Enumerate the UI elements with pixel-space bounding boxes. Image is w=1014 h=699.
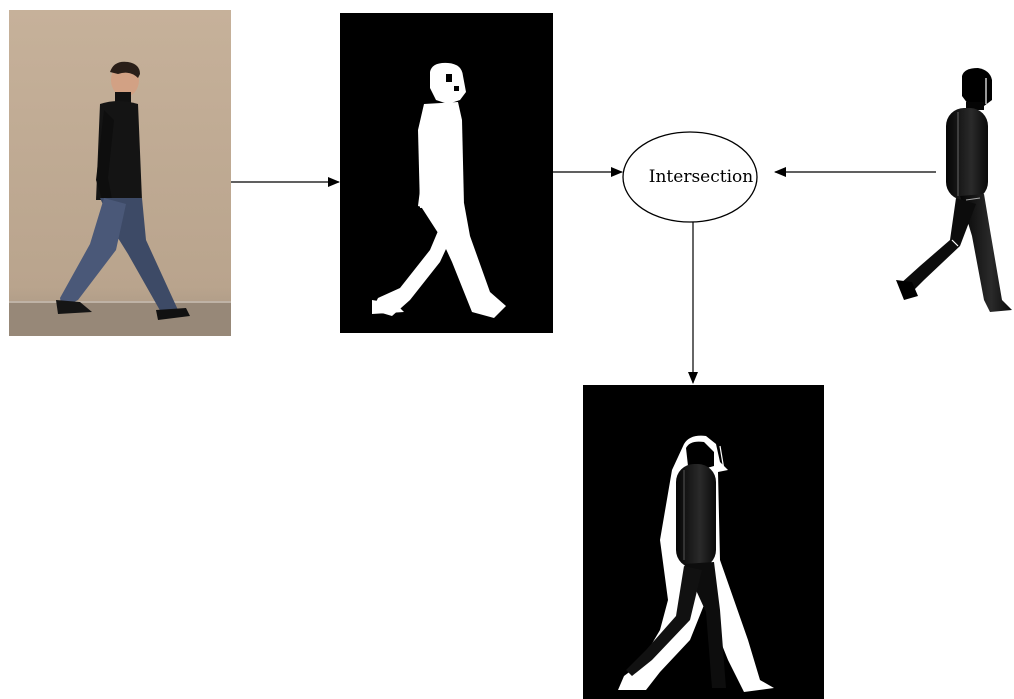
connectors	[231, 172, 936, 383]
intersection-node: Intersection	[623, 132, 757, 222]
3d-body-model-render-icon	[896, 68, 1012, 312]
photo-floor	[9, 302, 231, 336]
intersection-label: Intersection	[649, 167, 753, 187]
result-node	[583, 385, 824, 699]
input-photo-node	[9, 10, 231, 336]
model-node	[896, 68, 1012, 312]
silhouette-node	[340, 13, 553, 333]
